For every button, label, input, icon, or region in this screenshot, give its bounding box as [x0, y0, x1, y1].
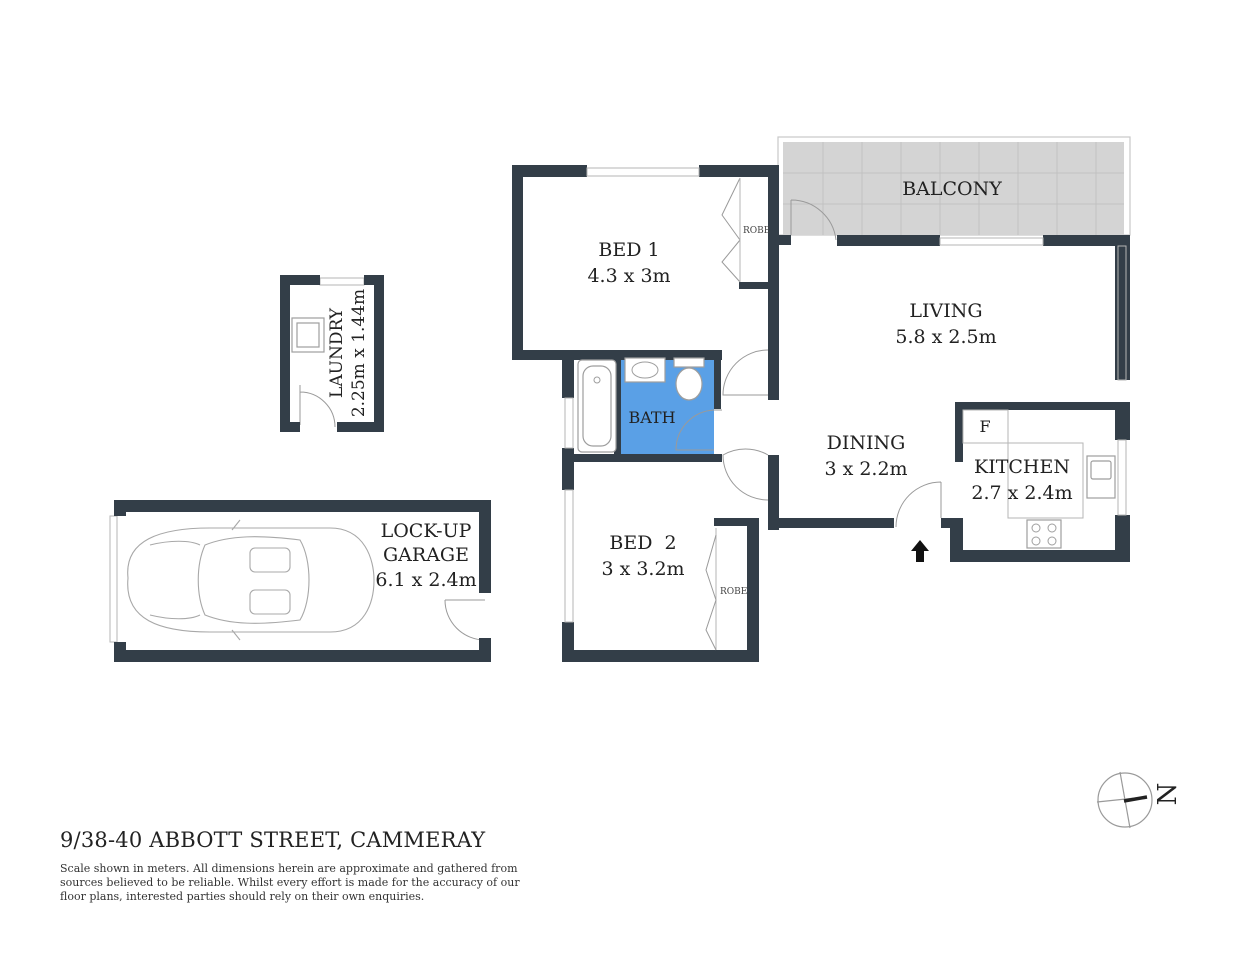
robe-2: ROBE: [705, 528, 747, 651]
robe-2-label: ROBE: [720, 587, 747, 597]
cooktop-icon: [1026, 519, 1062, 549]
doors: [299, 199, 942, 641]
basin-icon: [624, 357, 666, 383]
bath-fixtures: BATH: [577, 357, 705, 453]
bathtub-icon: [577, 359, 617, 453]
fridge-label: F: [979, 417, 990, 436]
garage-size: 6.1 x 2.4m: [375, 569, 476, 591]
garage-label-2: GARAGE: [383, 544, 469, 566]
sink-icon: [1086, 455, 1116, 499]
robe-1-label: ROBE: [743, 226, 770, 236]
windows: [109, 167, 1127, 643]
robe-1: ROBE: [721, 177, 770, 283]
bath-label: BATH: [628, 408, 675, 427]
balcony: BALCONY: [777, 136, 1131, 236]
living-label: LIVING: [909, 300, 982, 322]
disclaimer: Scale shown in meters. All dimensions he…: [60, 862, 520, 903]
laundry-tub-icon: [291, 317, 325, 353]
car-icon: [127, 519, 375, 641]
garage-label-1: LOCK-UP: [381, 520, 472, 542]
laundry-label: LAUNDRY: [327, 307, 347, 398]
dining-size: 3 x 2.2m: [824, 458, 907, 480]
kitchen-label: KITCHEN: [974, 456, 1070, 478]
balcony-label: BALCONY: [902, 178, 1002, 200]
bed1-label: BED 1: [598, 239, 659, 261]
bed1-size: 4.3 x 3m: [587, 265, 670, 287]
living-size: 5.8 x 2.5m: [895, 326, 996, 348]
dining-label: DINING: [827, 432, 906, 454]
entry-arrow-icon: [911, 540, 929, 562]
laundry: LAUNDRY 2.25m x 1.44m: [280, 275, 384, 432]
kitchen-size: 2.7 x 2.4m: [971, 482, 1072, 504]
bed2-size: 3 x 3.2m: [601, 558, 684, 580]
north-label: N: [1153, 783, 1183, 806]
property-address: 9/38-40 ABBOTT STREET, CAMMERAY: [60, 828, 486, 852]
laundry-size: 2.25m x 1.44m: [349, 289, 369, 417]
bed2-label: BED 2: [609, 532, 676, 554]
compass-icon: N: [1096, 771, 1183, 829]
toilet-icon: [673, 357, 705, 401]
kitchen-fixtures: F: [962, 409, 1116, 549]
garage: LOCK-UP GARAGE 6.1 x 2.4m: [114, 500, 491, 662]
